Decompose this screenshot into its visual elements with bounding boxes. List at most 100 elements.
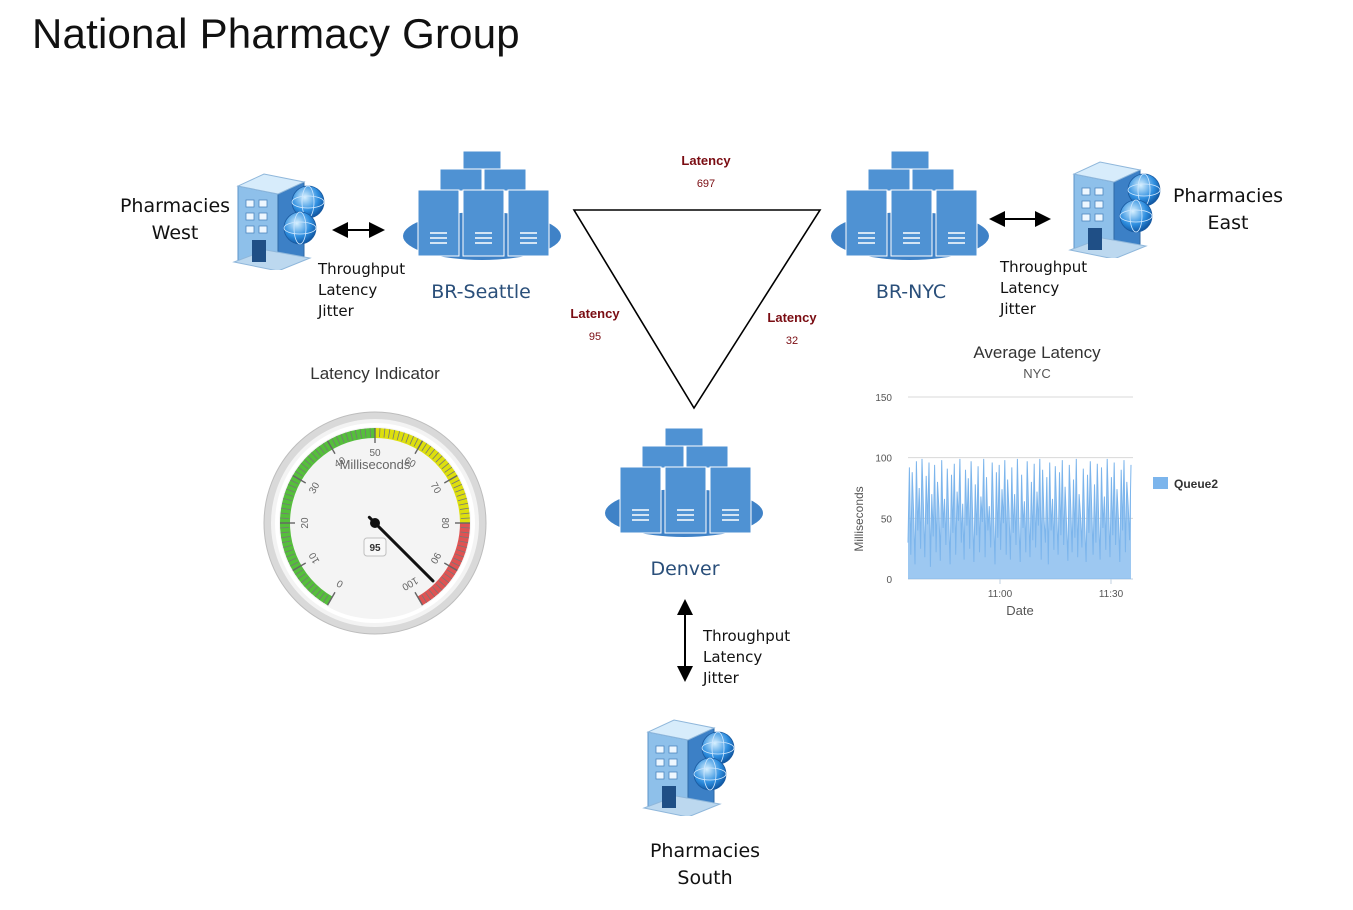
gauge-tick: [392, 429, 396, 439]
gauge-tick: [446, 569, 455, 576]
gauge-tick-label: 80: [439, 517, 450, 529]
gauge-tick: [290, 479, 299, 485]
gauge-tick: [295, 470, 304, 477]
gauge-tick: [345, 432, 349, 442]
gauge-tick: [280, 512, 290, 515]
gauge-tick: [300, 576, 309, 584]
gauge-tick: [284, 549, 294, 553]
gauge-tick: [459, 507, 469, 510]
metric-item: Jitter: [318, 302, 354, 320]
gauge-tick: [444, 573, 453, 580]
gauge-tick: [314, 448, 322, 457]
pharmacies-south-building-icon[interactable]: [640, 714, 748, 816]
nyc-server-icon[interactable]: [830, 150, 990, 262]
gauge-tick: [457, 498, 467, 502]
gauge-tick: [414, 591, 424, 606]
gauge-tick: [297, 466, 306, 473]
gauge-tick: [288, 483, 297, 489]
gauge-tick: [421, 594, 428, 603]
gauge-pivot: [370, 518, 380, 528]
seattle-node-label: BR-Seattle: [431, 281, 531, 303]
gauge-tick: [460, 512, 470, 515]
page-title: National Pharmacy Group: [32, 10, 520, 57]
nyc-denver-latency: Latency 32: [742, 310, 842, 347]
gauge-tick: [383, 428, 386, 438]
gauge-tick: [428, 589, 436, 598]
link-latency-label: Latency: [570, 306, 620, 321]
gauge-tick: [459, 540, 469, 544]
gauge-unit: Milliseconds: [340, 457, 411, 472]
gauge-tick: [455, 553, 464, 558]
gauge-tick: [350, 431, 354, 441]
chart-title: Average Latency: [973, 343, 1101, 362]
gauge-tick: [295, 569, 304, 576]
pharmacies-west-building-icon[interactable]: [230, 168, 338, 270]
y-tick-label: 50: [881, 514, 893, 525]
legend-item-queue2[interactable]: Queue2: [1174, 477, 1219, 491]
y-tick-label: 150: [875, 393, 892, 404]
gauge-tick: [446, 470, 455, 477]
gauge-tick: [304, 580, 312, 587]
gauge-tick: [443, 562, 458, 572]
gauge-tick: [318, 592, 325, 601]
gauge-tick: [401, 432, 405, 442]
gauge-tick: [281, 502, 291, 506]
gauge-tick: [288, 557, 297, 563]
seattle-nyc-latency: Latency 697: [656, 153, 756, 190]
gauge-tick: [281, 536, 291, 539]
gauge-tick: [405, 434, 410, 443]
gauge-value-label: 95: [369, 543, 381, 554]
gauge-tick: [290, 561, 299, 567]
gauge-tick: [414, 440, 424, 455]
legend-swatch: [1153, 477, 1168, 489]
gauge-tick: [388, 429, 391, 439]
gauge-tick: [326, 591, 336, 606]
seattle-server-icon[interactable]: [402, 150, 562, 262]
gauge-tick: [322, 594, 329, 603]
gauge-tick: [340, 434, 345, 443]
gauge-tick: [396, 431, 400, 441]
gauge-tick: [441, 462, 450, 470]
gauge-tick: [292, 474, 307, 484]
gauge-tick: [432, 586, 439, 594]
metric-item: Jitter: [1000, 300, 1036, 318]
link-latency-value: 95: [588, 331, 602, 343]
gauge-band: [375, 428, 470, 523]
gauge-tick: [459, 536, 469, 539]
gauge-tick: [286, 553, 295, 558]
metric-item: Throughput: [318, 260, 406, 278]
gauge-tick: [443, 474, 458, 484]
gauge-needle: [367, 515, 435, 583]
gauge-tick: [335, 436, 341, 445]
gauge-tick-label: 10: [307, 550, 322, 566]
metric-item: Throughput: [703, 627, 791, 645]
west-metrics: Throughput Latency Jitter: [318, 259, 405, 322]
gauge-tick: [300, 462, 309, 470]
gauge-tick: [281, 507, 291, 510]
metric-item: Throughput: [1000, 258, 1088, 276]
gauge-tick-label: 40: [333, 455, 349, 470]
denver-node-label: Denver: [650, 558, 720, 580]
metric-item: Latency: [703, 648, 763, 666]
gauge-tick: [441, 576, 450, 584]
gauge-tick: [283, 498, 293, 502]
gauge-tick: [438, 580, 446, 587]
denver-server-icon[interactable]: [604, 427, 764, 539]
gauge-tick: [453, 483, 462, 489]
gauge-tick: [421, 443, 428, 452]
metric-item: Latency: [1000, 279, 1060, 297]
gauge-tick: [292, 562, 307, 572]
gauge-tick: [304, 459, 312, 466]
x-tick-label: 11:00: [988, 589, 1013, 600]
gauge-tick: [451, 561, 460, 567]
gauge-tick: [322, 443, 329, 452]
gauge-tick-label: 90: [427, 550, 442, 566]
gauge-tick: [359, 429, 362, 439]
wan-triangle: [572, 209, 822, 410]
gauge-tick-label: 50: [369, 448, 381, 459]
pharmacies-east-building-icon[interactable]: [1066, 156, 1174, 258]
